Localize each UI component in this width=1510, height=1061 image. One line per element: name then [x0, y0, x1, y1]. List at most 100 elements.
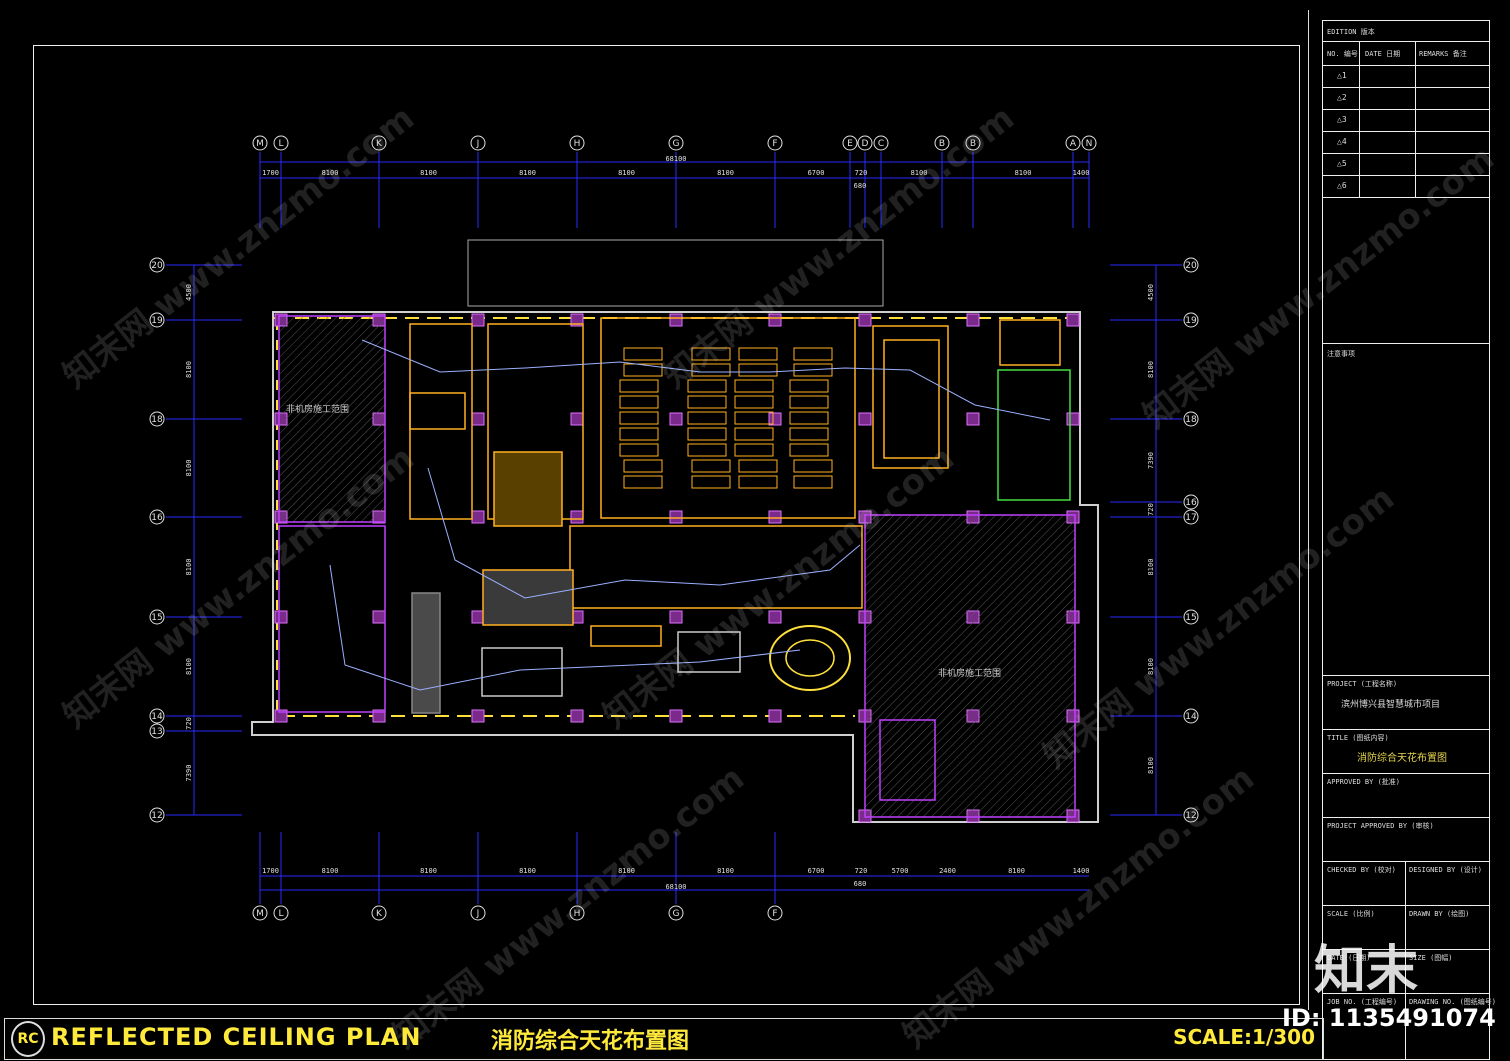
seating-row — [738, 363, 778, 377]
seating-row — [734, 411, 774, 425]
structural-column — [570, 412, 584, 426]
grid-bubble-top-circle — [470, 135, 486, 151]
stair-landing — [409, 392, 466, 430]
structural-column — [372, 709, 386, 723]
left-dimension-label: 7390 — [185, 765, 193, 782]
grid-bubble-left: 13 — [151, 727, 162, 737]
drawing-title-bar: RC REFLECTED CEILING PLAN 消防综合天花布置图 SCAL… — [4, 1018, 1324, 1060]
grid-bubble-left-circle — [149, 807, 165, 823]
revision-triangle-icon: △5 — [1337, 159, 1347, 168]
grid-bubble-right-circle — [1183, 509, 1199, 525]
grid-bubble-right-circle — [1183, 708, 1199, 724]
round-ceiling-feature — [769, 625, 851, 691]
display-island-2 — [677, 631, 741, 673]
bottom-dimension-label: 2400 — [939, 867, 956, 875]
revision-remarks-header: REMARKS 备注 — [1419, 50, 1467, 58]
left-dimension-label: 4500 — [185, 284, 193, 301]
structural-column — [570, 510, 584, 524]
grid-bubble-top: B — [970, 139, 976, 149]
seating-row — [623, 347, 663, 361]
grid-bubble-bottom-circle — [252, 905, 268, 921]
seating-row — [687, 443, 727, 457]
top-dimension-label: 1400 — [1073, 169, 1090, 177]
seating-row — [619, 379, 659, 393]
plan-note-2: 非机房施工范围 — [938, 667, 1001, 679]
left-dimension-label: 720 — [185, 717, 193, 730]
left-dimension-label: 8100 — [185, 361, 193, 378]
non-scope-area — [864, 514, 1076, 818]
core-room-northwest — [278, 315, 386, 523]
top-dimension-label: 8100 — [519, 169, 536, 177]
grid-bubble-top-circle — [767, 135, 783, 151]
revision-triangle-icon: △6 — [1337, 181, 1347, 190]
right-dimension-label: 8100 — [1147, 361, 1155, 378]
structural-column — [471, 510, 485, 524]
structural-column — [570, 709, 584, 723]
grid-bubble-left: 12 — [151, 811, 162, 821]
bottom-dimension-label: 1400 — [1073, 867, 1090, 875]
seating-row — [691, 347, 731, 361]
structural-column — [1066, 412, 1080, 426]
office-west — [278, 525, 386, 713]
grid-bubble-bottom: K — [376, 909, 383, 919]
grid-bubble-right-circle — [1183, 494, 1199, 510]
date-label: DATE (日期) — [1327, 954, 1371, 962]
resource-id: ID: 1135491074 — [1282, 1004, 1496, 1032]
seating-row — [789, 427, 829, 441]
grid-bubble-bottom: G — [673, 909, 680, 919]
seating-row — [734, 395, 774, 409]
seating-row — [793, 363, 833, 377]
seating-row — [619, 395, 659, 409]
structural-column — [570, 313, 584, 327]
structural-column — [471, 709, 485, 723]
revision-date-header: DATE 日期 — [1365, 50, 1401, 58]
plan-note-1: 非机房施工范围 — [286, 403, 349, 415]
structural-column — [966, 313, 980, 327]
drawing-tag-badge: RC — [11, 1021, 45, 1057]
drawn-label: DRAWN BY (绘图) — [1409, 910, 1470, 918]
notes-label: 注意事项 — [1327, 350, 1355, 358]
seating-row — [687, 379, 727, 393]
grid-bubble-left-circle — [149, 257, 165, 273]
grid-bubble-top: G — [673, 139, 680, 149]
grid-bubble-bottom: L — [278, 909, 283, 919]
grid-bubble-right: 17 — [1185, 513, 1196, 523]
grid-bubble-left: 15 — [151, 613, 162, 623]
approved-label: APPROVED BY (批准) — [1327, 778, 1401, 786]
fire-alarm-circuit — [329, 564, 801, 691]
grid-bubble-top: J — [476, 139, 480, 149]
grid-bubble-left-circle — [149, 509, 165, 525]
left-dimension-label: 8100 — [185, 559, 193, 576]
grid-bubble-top: C — [878, 139, 884, 149]
revision-row-divider — [1323, 65, 1489, 66]
grid-bubble-right-circle — [1183, 411, 1199, 427]
title-block: EDITION 版本 NO. 编号 DATE 日期 REMARKS 备注 △1△… — [1322, 20, 1496, 1060]
bottom-dimension-label: 1700 — [262, 867, 279, 875]
structural-column — [768, 412, 782, 426]
project-value: 滨州博兴县智慧城市项目 — [1341, 700, 1441, 710]
grid-bubble-top: K — [376, 139, 383, 149]
seating-row — [623, 459, 663, 473]
seating-row — [691, 459, 731, 473]
checked-label: CHECKED BY (校对) — [1327, 866, 1396, 874]
grid-bubble-top: M — [256, 139, 264, 149]
grid-bubble-bottom-circle — [767, 905, 783, 921]
right-dimension-label: 7390 — [1147, 452, 1155, 469]
seating-row — [738, 475, 778, 489]
right-dimension-label: 720 — [1147, 503, 1155, 516]
project-approved-label: PROJECT APPROVED BY (审核) — [1327, 822, 1434, 830]
right-dimension-label: 4500 — [1147, 284, 1155, 301]
grid-bubble-left-circle — [149, 312, 165, 328]
service-shaft — [411, 592, 441, 714]
lobby-corridor — [569, 525, 863, 609]
grid-bubble-top: A — [1070, 139, 1077, 149]
project-label: PROJECT (工程名称) — [1327, 680, 1398, 688]
right-dimension-label: 8100 — [1147, 658, 1155, 675]
grid-bubble-top: E — [847, 139, 853, 149]
structural-column — [669, 610, 683, 624]
revision-no-header: NO. 编号 — [1327, 50, 1358, 58]
grid-bubble-right-circle — [1183, 257, 1199, 273]
seating-row — [793, 347, 833, 361]
